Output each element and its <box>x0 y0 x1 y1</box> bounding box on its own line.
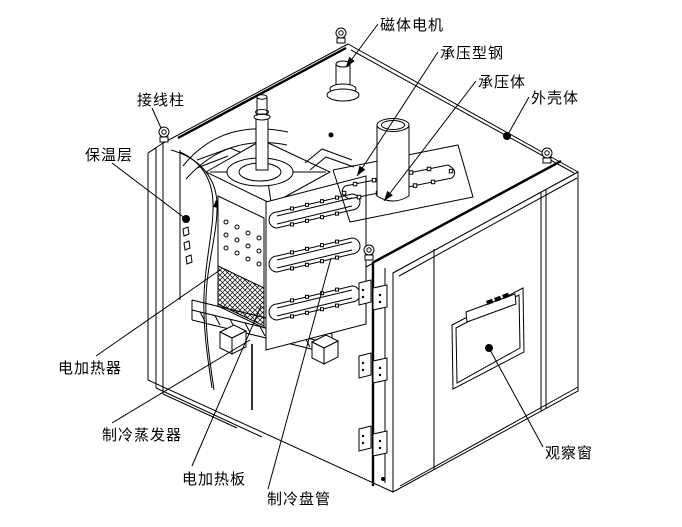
part-label-observation-window: 观察窗 <box>545 444 593 462</box>
lifting-eye-icon <box>158 126 170 143</box>
cooling-coil-panel <box>265 175 367 351</box>
part-label-evaporator: 制冷蒸发器 <box>102 426 182 444</box>
bolt-grid <box>223 219 262 267</box>
cut-face-holes <box>182 226 193 265</box>
annotation-cooling-coil: 制冷盘管 <box>267 257 332 508</box>
hinge <box>358 425 388 457</box>
pressure-cylinder <box>376 118 410 202</box>
part-label-pressure-body: 承压体 <box>478 73 526 91</box>
heater-block <box>217 265 265 327</box>
annotation-evaporator: 制冷蒸发器 <box>102 339 251 444</box>
inner-vessel <box>191 94 340 410</box>
lifting-eyes <box>158 27 553 481</box>
annotation-observation-window: 观察窗 <box>485 344 593 462</box>
part-label-pressure-steel: 承压型钢 <box>440 44 504 62</box>
annotation-insulation-layer: 保温层 <box>85 146 190 223</box>
annotation-electric-heater: 电加热器 <box>58 269 221 377</box>
leader-line-heating-plate <box>191 305 262 467</box>
leader-arrow-icon <box>357 165 366 176</box>
hinge <box>358 279 388 311</box>
annotation-pressure-steel: 承压型钢 <box>356 44 504 177</box>
leader-arrow-icon <box>346 56 355 67</box>
part-label-terminal-post: 接线柱 <box>137 91 185 109</box>
leader-line-outer-shell <box>506 96 530 137</box>
coil-bolts <box>290 195 339 227</box>
leader-line-observation-window <box>488 347 544 448</box>
leader-line-cooling-coil <box>267 257 332 490</box>
lifting-eye-icon <box>541 147 553 164</box>
leader-line-evaporator <box>111 339 251 424</box>
leader-line-insulation-layer <box>111 162 187 220</box>
annotation-magnetic-motor: 磁体电机 <box>345 16 444 68</box>
leader-arrow-icon <box>384 190 393 201</box>
top-bolt <box>328 132 334 138</box>
leader-line-electric-heater <box>95 269 221 357</box>
door-hinges <box>358 279 388 457</box>
lifting-eye-icon <box>363 244 375 261</box>
annotation-outer-shell: 外壳体 <box>503 89 579 140</box>
left-wall <box>147 142 181 394</box>
hinge <box>358 352 388 384</box>
part-label-magnetic-motor: 磁体电机 <box>380 16 444 34</box>
part-label-electric-heater: 电加热器 <box>58 359 122 377</box>
leader-line-terminal-post <box>151 107 162 129</box>
leader-line-pressure-body <box>383 80 477 202</box>
part-label-outer-shell: 外壳体 <box>531 89 579 107</box>
lifting-eye-icon <box>335 27 347 44</box>
part-label-insulation-layer: 保温层 <box>85 146 133 164</box>
part-label-cooling-coil: 制冷盘管 <box>267 490 331 508</box>
coil-bolts <box>290 287 339 319</box>
insulation-cut-section <box>170 128 289 391</box>
leader-dot-icon <box>503 132 511 140</box>
leader-dot-icon <box>182 215 190 223</box>
leader-dot-icon <box>485 344 493 352</box>
annotation-pressure-body: 承压体 <box>383 73 526 202</box>
annotation-heating-plate: 电加热板 <box>182 305 262 488</box>
cut-floor <box>147 379 394 493</box>
part-label-heating-plate: 电加热板 <box>182 470 246 488</box>
coil-bolts <box>290 239 339 271</box>
magnetic-motor-body <box>326 60 360 102</box>
leader-line-pressure-steel <box>356 51 439 177</box>
face-bolt <box>381 477 385 481</box>
observation-window-panel <box>451 287 525 390</box>
stirrer-shaft <box>253 94 271 171</box>
annotation-terminal-post: 接线柱 <box>137 91 185 129</box>
